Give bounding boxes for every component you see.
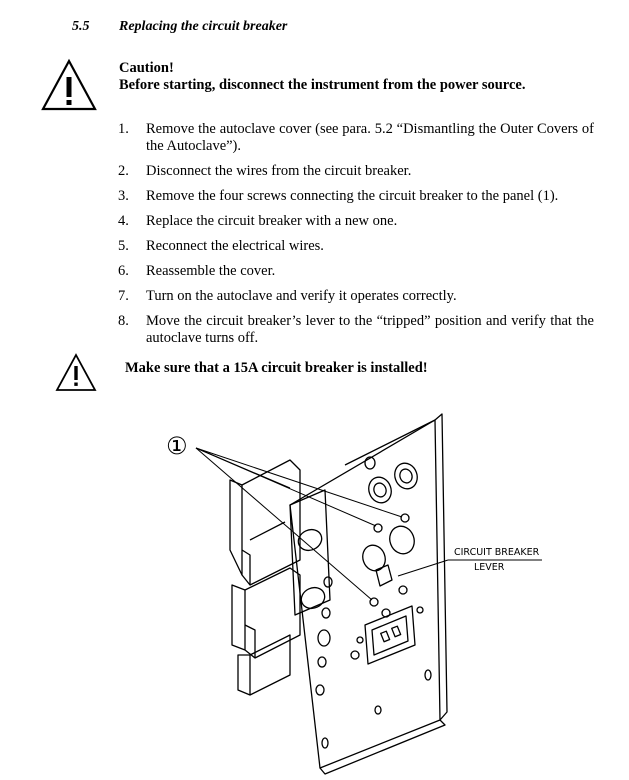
terminal-round-1: [368, 476, 392, 504]
step-item: 8. Move the circuit breaker’s lever to th…: [118, 313, 594, 347]
circuit-breaker-panel-figure: ① CIRCUIT BREAKER LEVER: [166, 413, 542, 775]
caution-text: Before starting, disconnect the instrume…: [119, 77, 526, 93]
step-number: 2.: [118, 163, 129, 179]
callout-number: ①: [166, 432, 188, 460]
step-number: 7.: [118, 288, 129, 304]
terminal-round-2: [394, 462, 418, 490]
step-item: 7. Turn on the autoclave and verify it op…: [118, 288, 594, 305]
section-title: Replacing the circuit breaker: [119, 19, 288, 34]
step-text: Replace the circuit breaker with a new o…: [146, 213, 398, 229]
screw: [398, 585, 408, 595]
step-text: Reconnect the electrical wires.: [146, 238, 324, 254]
step-text: Remove the four screws connecting the ci…: [146, 188, 559, 204]
step-text: Disconnect the wires from the circuit br…: [146, 163, 412, 179]
screw: [369, 597, 379, 607]
lever-label-line1: CIRCUIT BREAKER: [454, 547, 540, 558]
step-text: Reassemble the cover.: [146, 263, 276, 279]
warning-triangle-icon: [41, 58, 97, 111]
warning-triangle-icon: [55, 353, 97, 391]
panel-flange: [319, 719, 446, 775]
step-text: Move the circuit breaker’s lever to the …: [146, 313, 594, 346]
procedure-steps: 1. Remove the autoclave cover (see para. …: [118, 121, 594, 355]
step-item: 2. Disconnect the wires from the circuit …: [118, 163, 594, 180]
breaker-lever: [375, 564, 393, 587]
note-text: Make sure that a 15A circuit breaker is …: [125, 360, 428, 376]
step-text: Turn on the autoclave and verify it oper…: [146, 288, 457, 304]
step-item: 6. Reassemble the cover.: [118, 263, 594, 280]
step-item: 5. Reconnect the electrical wires.: [118, 238, 594, 255]
panel-edge: [434, 413, 448, 721]
step-item: 4. Replace the circuit breaker with a new…: [118, 213, 594, 230]
lever-label-line2: LEVER: [474, 562, 505, 573]
rear-component-lower: [244, 567, 301, 659]
step-number: 6.: [118, 263, 129, 279]
step-text: Remove the autoclave cover (see para. 5.…: [146, 121, 594, 154]
breaker-housing: [362, 544, 386, 572]
step-number: 4.: [118, 213, 129, 229]
step-number: 3.: [118, 188, 129, 204]
screw: [400, 513, 410, 523]
step-item: 3. Remove the four screws connecting the …: [118, 188, 594, 205]
plate-hole: [389, 525, 415, 555]
caution-title: Caution!: [119, 60, 174, 76]
step-item: 1. Remove the autoclave cover (see para. …: [118, 121, 594, 155]
section-number: 5.5: [72, 19, 90, 34]
step-number: 5.: [118, 238, 129, 254]
screw: [373, 523, 383, 533]
step-number: 8.: [118, 313, 129, 329]
step-number: 1.: [118, 121, 129, 137]
power-inlet: [364, 605, 416, 665]
